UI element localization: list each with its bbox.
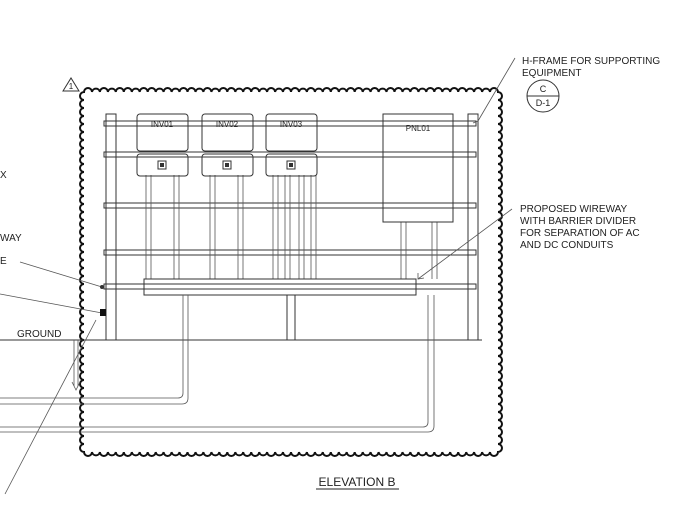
inverter-label: INV02 [216,120,239,129]
inverter-inv02: INV02 [201,113,254,177]
left-partial-label-2: WAY [0,233,22,244]
left-leaders [0,261,103,495]
panel-pnl01: PNL01 [382,113,454,223]
hframe-label-line2: EQUIPMENT [522,68,581,79]
wireway-callout: PROPOSED WIREWAY WITH BARRIER DIVIDER FO… [417,204,640,280]
inverter-inv03: INV03 [265,113,318,177]
hframe-callout: H-FRAME FOR SUPPORTING EQUIPMENT C D-1 [472,56,660,124]
detail-marker: C D-1 [526,79,560,113]
wireway-label-line2: WITH BARRIER DIVIDER [520,216,636,227]
left-partial-label-1: X [0,170,7,181]
hframe-label-line1: H-FRAME FOR SUPPORTING [522,56,660,67]
h-frame-posts [105,113,479,341]
wireway [143,278,417,296]
left-partial-label-3: E [0,256,7,267]
underground-conduits [0,295,435,433]
wireway-label-line4: AND DC CONDUITS [520,240,614,251]
wireway-label-line3: FOR SEPARATION OF AC [520,228,640,239]
junction-box [100,309,106,316]
inverter-label: INV01 [151,120,174,129]
elevation-title: ELEVATION B [319,475,396,489]
wireway-label-line1: PROPOSED WIREWAY [520,204,628,215]
ground-label: GROUND [17,329,61,340]
revision-cloud [79,87,503,457]
detail-marker-top: C [540,84,547,94]
inverter-inv01: INV01 [136,113,189,177]
detail-marker-bottom: D-1 [536,98,551,108]
ground-rod [71,340,81,391]
revision-number: 1 [69,82,74,91]
revision-triangle: 1 [62,77,80,92]
inverter-label: INV03 [280,120,303,129]
panel-label: PNL01 [406,124,431,133]
conduits [145,175,438,279]
